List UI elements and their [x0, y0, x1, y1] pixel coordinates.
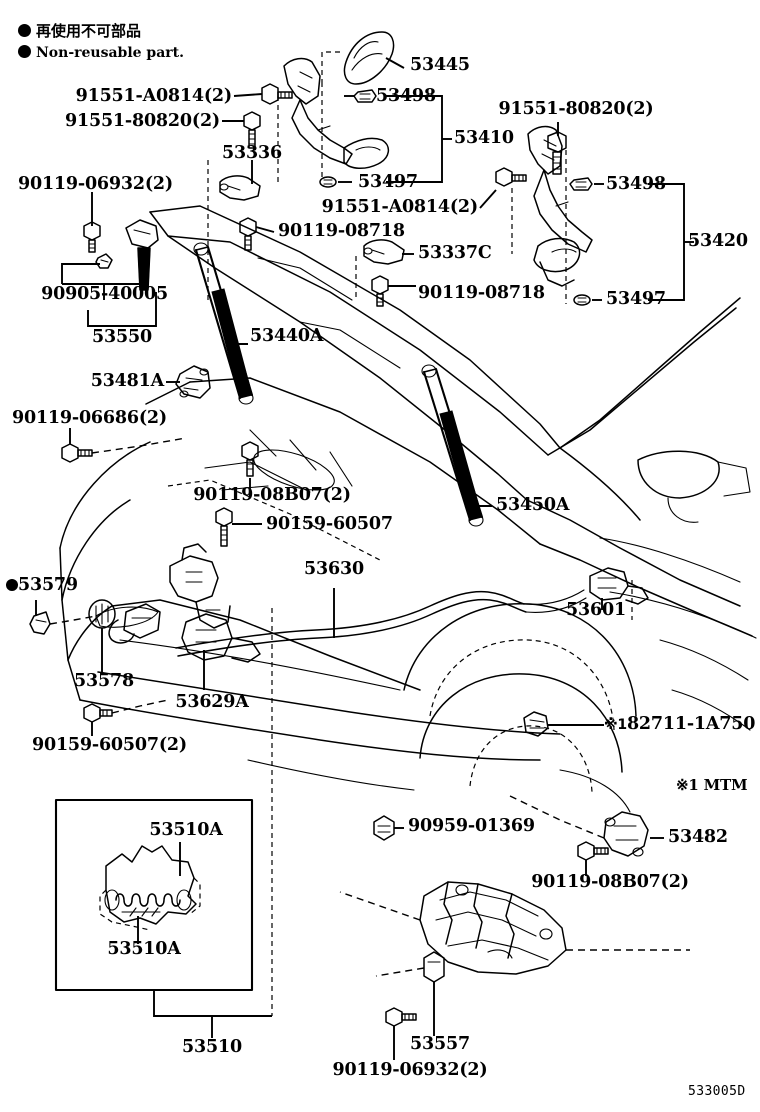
part-53497-right	[573, 294, 591, 306]
cowl-and-fender-right	[526, 297, 757, 639]
label-90119-08b07-bot[interactable]: 90119-08B07(2)	[531, 872, 689, 892]
label-90905-40005[interactable]: 90905-40005	[41, 284, 168, 304]
part-53498-right	[569, 177, 593, 191]
nonreusable-marker-jp	[18, 24, 31, 37]
label-90119-08718-left[interactable]: 90119-08718	[278, 221, 405, 241]
fastener-91551-80820-left	[243, 111, 261, 149]
leader-lines	[35, 57, 694, 1060]
label-53601[interactable]: 53601	[566, 600, 626, 620]
label-90159-60507-2[interactable]: 90159-60507(2)	[32, 735, 187, 755]
label-53550[interactable]: 53550	[92, 327, 152, 347]
label-82711-text: 82711-1A750	[626, 714, 756, 734]
part-53557-clip	[375, 951, 445, 983]
part-53410-hinge	[277, 57, 390, 186]
label-91551-a0814-mid[interactable]: 91551-A0814(2)	[321, 197, 479, 217]
label-53440a[interactable]: 53440A	[250, 326, 324, 346]
front-wheel	[403, 602, 637, 813]
fastener-90959-01369	[373, 815, 395, 841]
label-53497-right[interactable]: 53497	[606, 289, 666, 309]
label-53498-left[interactable]: 53498	[376, 86, 436, 106]
part-53497-left	[319, 176, 337, 188]
nonreusable-marker-en	[18, 45, 31, 58]
strut-53450a	[421, 364, 484, 527]
label-90959-01369[interactable]: 90959-01369	[408, 816, 535, 836]
label-53336[interactable]: 53336	[222, 143, 282, 163]
label-53450a[interactable]: 53450A	[496, 495, 570, 515]
lower-body-lines	[247, 639, 751, 791]
fastener-90119-06932-bot	[385, 1007, 417, 1027]
label-91551-80820-left[interactable]: 91551-80820(2)	[65, 111, 220, 131]
fastener-90905-40005	[95, 253, 113, 269]
fastener-90119-06932-left	[83, 221, 101, 253]
fastener-90119-06686	[61, 437, 187, 463]
fastener-91551-a0814-mid	[495, 167, 527, 187]
bracket-53510	[153, 608, 273, 1038]
inset-leaders	[137, 842, 181, 944]
label-53482[interactable]: 53482	[668, 827, 728, 847]
legend-jp-text: 再使用不可部品	[36, 22, 142, 40]
label-53337c[interactable]: 53337C	[418, 243, 492, 263]
note-mtm: ※1 MTM	[676, 776, 748, 794]
part-53579-clip	[29, 611, 97, 635]
diagram-code: 533005D	[688, 1084, 746, 1099]
label-53420[interactable]: 53420	[688, 231, 748, 251]
part-53420-hinge	[511, 125, 593, 304]
latch-support	[88, 599, 161, 644]
label-53481a[interactable]: 53481A	[90, 371, 164, 391]
fastener-90159-60507-2	[83, 699, 169, 723]
part-53601	[589, 567, 649, 620]
label-53510a-top[interactable]: 53510A	[149, 820, 223, 840]
label-82711-1a750[interactable]: ※182711-1A750	[604, 714, 756, 734]
label-91551-80820-right[interactable]: 91551-80820(2)	[498, 99, 654, 119]
hood-panel	[149, 205, 561, 501]
label-53410[interactable]: 53410	[454, 128, 514, 148]
fastener-90119-08718-left	[239, 217, 257, 251]
nonreusable-marker-53579	[6, 579, 18, 591]
label-90119-06932-bot[interactable]: 90119-06932(2)	[332, 1060, 488, 1080]
label-53510[interactable]: 53510	[182, 1037, 242, 1057]
part-53481a	[175, 365, 211, 399]
part-53557-support	[339, 881, 690, 975]
fastener-90119-08718-mid	[371, 275, 389, 307]
fastener-90159-60507-mid	[215, 507, 233, 547]
fastener-82711-1a750	[523, 711, 549, 737]
label-90159-60507-mid[interactable]: 90159-60507	[266, 514, 393, 534]
part-53550-holder	[125, 219, 159, 291]
label-53579[interactable]: 53579	[18, 575, 78, 595]
label-91551-a0814-top[interactable]: 91551-A0814(2)	[75, 86, 233, 106]
label-90119-06686[interactable]: 90119-06686(2)	[12, 408, 167, 428]
part-53498-left	[353, 89, 377, 103]
label-90119-06932-left[interactable]: 90119-06932(2)	[18, 174, 173, 194]
label-90119-08b07-mid[interactable]: 90119-08B07(2)	[193, 485, 351, 505]
label-53497-left[interactable]: 53497	[358, 172, 418, 192]
part-53510-hood-lock-main	[169, 543, 231, 629]
part-53482	[509, 795, 649, 857]
part-53629a-latch	[181, 613, 261, 663]
note-star-82711: ※1	[604, 717, 627, 733]
fastener-90119-08b07-mid	[241, 441, 259, 477]
vehicle-body-front	[59, 441, 561, 761]
legend-en-text: Non-reusable part.	[36, 45, 185, 61]
label-90119-08718-mid[interactable]: 90119-08718	[418, 283, 545, 303]
label-53510a-bot[interactable]: 53510A	[107, 939, 181, 959]
label-53445[interactable]: 53445	[410, 55, 470, 75]
part-53445	[321, 31, 395, 85]
fastener-91551-a0814-top	[261, 83, 293, 105]
label-53498-right[interactable]: 53498	[606, 174, 666, 194]
part-53337c	[355, 239, 405, 300]
label-53557[interactable]: 53557	[410, 1034, 470, 1054]
part-53336	[207, 160, 261, 300]
label-53629a[interactable]: 53629A	[175, 692, 249, 712]
part-53630-cable	[175, 589, 587, 657]
label-53578[interactable]: 53578	[74, 671, 134, 691]
fastener-90119-08b07-bot	[577, 841, 609, 861]
label-53630[interactable]: 53630	[304, 559, 364, 579]
